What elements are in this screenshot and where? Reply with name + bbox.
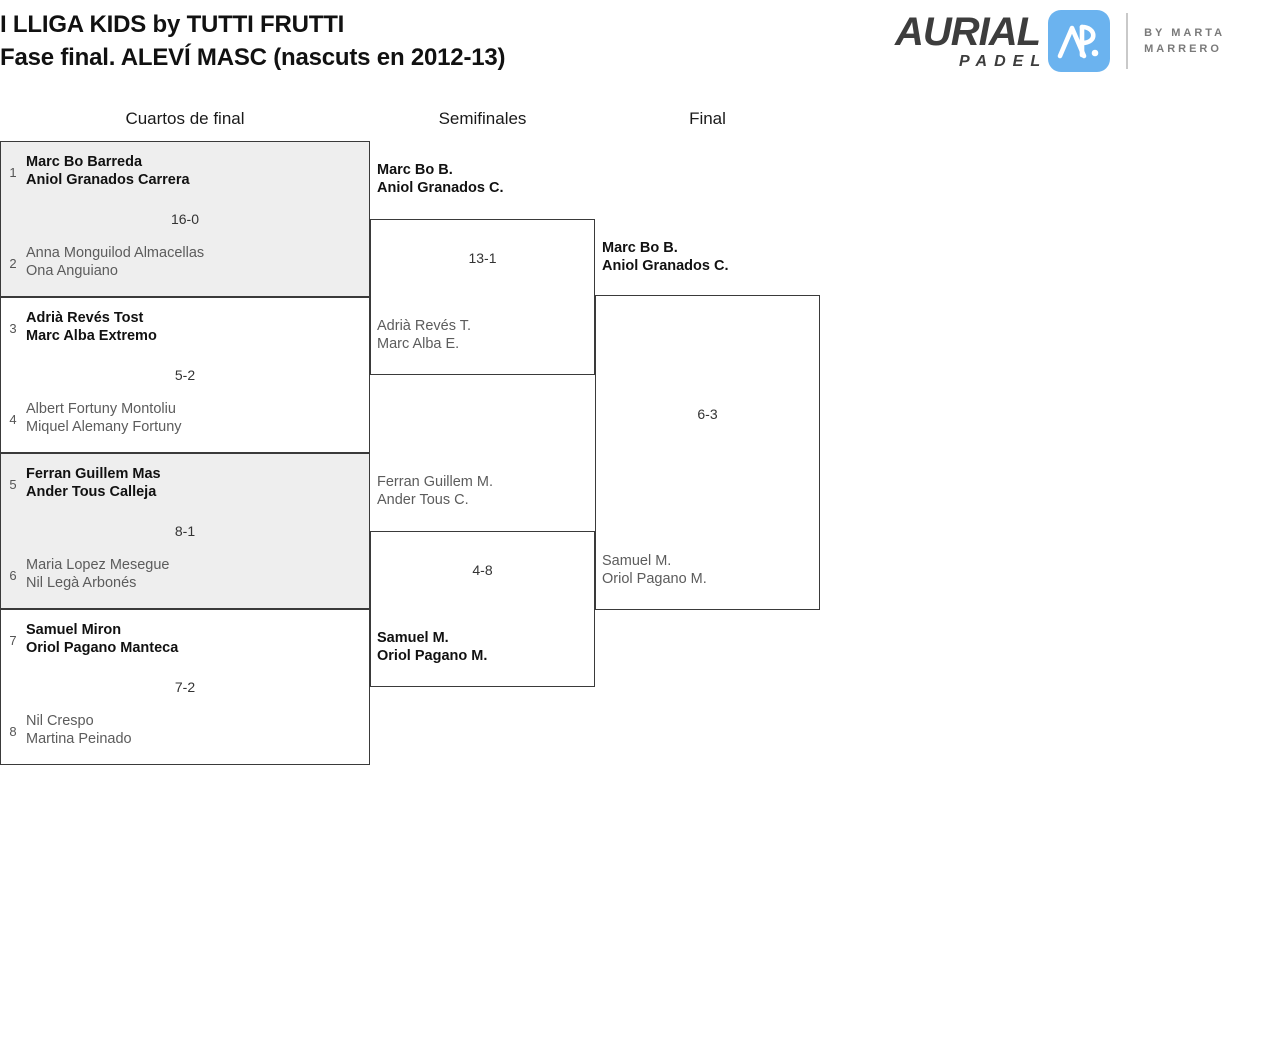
match-score: 13-1 bbox=[468, 250, 497, 266]
match-score: 7-2 bbox=[174, 679, 196, 695]
seed-number: 6 bbox=[9, 567, 17, 583]
player-name-1: Adrià Revés Tost bbox=[26, 310, 144, 326]
quarterfinal-match-2[interactable] bbox=[0, 297, 370, 453]
player-name-2: Nil Legà Arbonés bbox=[26, 575, 137, 591]
player-name-2: Oriol Pagano Manteca bbox=[26, 640, 179, 656]
semifinal-entrant-bottom: Samuel M. Oriol Pagano M. bbox=[377, 629, 487, 665]
round-header-quarterfinals: Cuartos de final bbox=[125, 109, 245, 128]
round-header-final: Final bbox=[689, 109, 726, 128]
player-name-1: Albert Fortuny Montoliu bbox=[26, 401, 176, 417]
final-match[interactable] bbox=[595, 295, 820, 610]
player-name-2: Oriol Pagano M. bbox=[602, 571, 707, 587]
player-name-2: Ander Tous C. bbox=[377, 492, 469, 508]
player-name-2: Ander Tous Calleja bbox=[26, 484, 157, 500]
page-title: I LLIGA KIDS by TUTTI FRUTTI Fase final.… bbox=[0, 8, 820, 74]
logo-byline-2: MARRERO bbox=[1144, 43, 1222, 55]
player-name-1: Samuel M. bbox=[377, 630, 449, 646]
player-name-2: Marc Alba Extremo bbox=[26, 328, 157, 344]
logo-byline-1: BY MARTA bbox=[1144, 26, 1226, 39]
semifinal-match-2[interactable] bbox=[370, 531, 595, 687]
aurial-padel-logo: AURIAL PADEL BY MARTA MARRERO bbox=[895, 10, 1275, 72]
player-name-2: Aniol Granados C. bbox=[377, 180, 504, 196]
seed-number: 8 bbox=[9, 723, 17, 739]
player-name-2: Ona Anguiano bbox=[26, 263, 118, 279]
player-name-2: Martina Peinado bbox=[26, 731, 132, 747]
match-score: 4-8 bbox=[472, 562, 493, 578]
quarterfinal-match-4[interactable] bbox=[0, 609, 370, 765]
player-name-2: Aniol Granados C. bbox=[602, 258, 729, 274]
seed-number: 4 bbox=[9, 411, 17, 427]
match-score: 16-0 bbox=[170, 211, 200, 227]
seed-number: 2 bbox=[9, 255, 17, 271]
seed-number: 1 bbox=[9, 164, 17, 180]
seed-number: 3 bbox=[9, 320, 17, 336]
player-name-1: Nil Crespo bbox=[26, 713, 94, 729]
title-line-2: Fase final. ALEVÍ MASC (nascuts en 2012-… bbox=[0, 44, 506, 71]
quarterfinal-match-1[interactable] bbox=[0, 141, 370, 297]
player-name-1: Anna Monguilod Almacellas bbox=[26, 245, 205, 261]
match-score: 8-1 bbox=[174, 523, 196, 539]
semifinal-match-1[interactable] bbox=[370, 219, 595, 375]
player-name-1: Ferran Guillem Mas bbox=[26, 466, 161, 482]
player-name-1: Marc Bo B. bbox=[602, 240, 678, 256]
seed-number: 7 bbox=[9, 632, 17, 648]
player-name-2: Miquel Alemany Fortuny bbox=[26, 419, 182, 435]
player-name-1: Marc Bo B. bbox=[377, 162, 453, 178]
match-score: 5-2 bbox=[174, 367, 196, 383]
player-name-1: Samuel M. bbox=[602, 553, 672, 569]
player-name-1: Ferran Guillem M. bbox=[377, 474, 494, 490]
player-name-2: Marc Alba E. bbox=[377, 336, 460, 352]
logo-sub-text: PADEL bbox=[959, 53, 1048, 70]
semifinal-entrant-top: Ferran Guillem M. Ander Tous C. bbox=[377, 473, 493, 509]
seed-number: 5 bbox=[9, 476, 17, 492]
logo-divider bbox=[1126, 13, 1129, 69]
semifinal-entrant-top: Marc Bo B. Aniol Granados C. bbox=[377, 161, 504, 197]
player-name-1: Marc Bo Barreda bbox=[26, 154, 143, 170]
logo-brand-text: AURIAL bbox=[895, 10, 1041, 54]
round-header-semifinals: Semifinales bbox=[438, 109, 527, 128]
player-name-1: Adrià Revés T. bbox=[377, 318, 472, 334]
player-name-1: Maria Lopez Mesegue bbox=[26, 557, 170, 573]
final-entrant-bottom: Samuel M. Oriol Pagano M. bbox=[602, 552, 707, 588]
ap-monogram-icon bbox=[1048, 10, 1111, 72]
final-entrant-top: Marc Bo B. Aniol Granados C. bbox=[602, 239, 729, 275]
title-line-1: I LLIGA KIDS by TUTTI FRUTTI bbox=[0, 11, 345, 38]
player-name-1: Samuel Miron bbox=[26, 622, 122, 638]
player-name-2: Aniol Granados Carrera bbox=[26, 172, 190, 188]
logo-wordmark: AURIAL PADEL bbox=[895, 10, 1041, 70]
match-score: 6-3 bbox=[697, 406, 718, 422]
quarterfinal-match-3[interactable] bbox=[0, 453, 370, 609]
logo-byline: BY MARTA MARRERO bbox=[1144, 25, 1225, 58]
player-name-2: Oriol Pagano M. bbox=[377, 648, 488, 664]
semifinal-entrant-bottom: Adrià Revés T. Marc Alba E. bbox=[377, 317, 471, 353]
